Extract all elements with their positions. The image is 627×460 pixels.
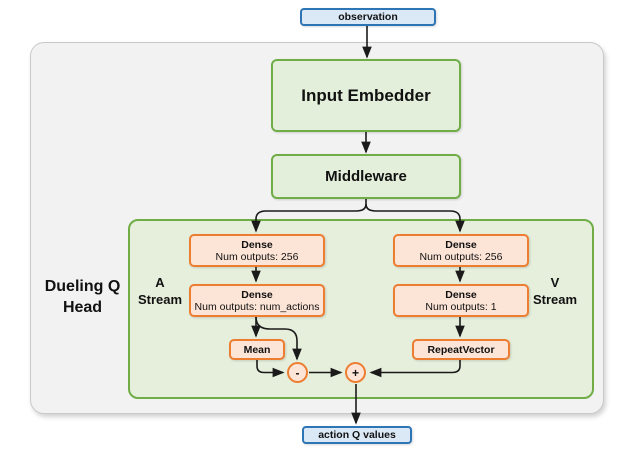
dense-title: Dense — [241, 288, 273, 301]
v-stream-label: V Stream — [532, 275, 578, 307]
dense-subtitle: Num outputs: 256 — [215, 250, 299, 263]
subtract-sign: - — [295, 365, 300, 380]
v-stream-dense2-node: Dense Num outputs: 1 — [393, 284, 529, 317]
action-q-values-label: action Q values — [318, 429, 396, 441]
dense-subtitle: Num outputs: num_actions — [194, 300, 320, 313]
dense-title: Dense — [445, 238, 477, 251]
mean-node: Mean — [229, 339, 285, 360]
v-stream-dense1-node: Dense Num outputs: 256 — [393, 234, 529, 267]
plus-sign: + — [351, 365, 359, 380]
repeat-vector-label: RepeatVector — [427, 343, 495, 356]
a-stream-label: A Stream — [137, 275, 183, 307]
input-embedder-node: Input Embedder — [271, 59, 461, 132]
input-embedder-label: Input Embedder — [301, 85, 431, 105]
dense-title: Dense — [445, 288, 477, 301]
middleware-label: Middleware — [325, 168, 407, 185]
observation-label: observation — [338, 11, 398, 23]
mean-label: Mean — [243, 343, 271, 356]
add-operator-circle: + — [345, 362, 366, 383]
repeat-vector-node: RepeatVector — [412, 339, 510, 360]
dueling-q-head-label: Dueling Q Head — [44, 278, 121, 316]
dense-subtitle: Num outputs: 1 — [425, 300, 497, 313]
a-stream-dense2-node: Dense Num outputs: num_actions — [189, 284, 325, 317]
a-stream-dense1-node: Dense Num outputs: 256 — [189, 234, 325, 267]
subtract-operator-circle: - — [287, 362, 308, 383]
dense-subtitle: Num outputs: 256 — [419, 250, 503, 263]
middleware-node: Middleware — [271, 154, 461, 199]
action-q-values-node: action Q values — [302, 426, 412, 444]
dense-title: Dense — [241, 238, 273, 251]
observation-node: observation — [300, 8, 436, 26]
